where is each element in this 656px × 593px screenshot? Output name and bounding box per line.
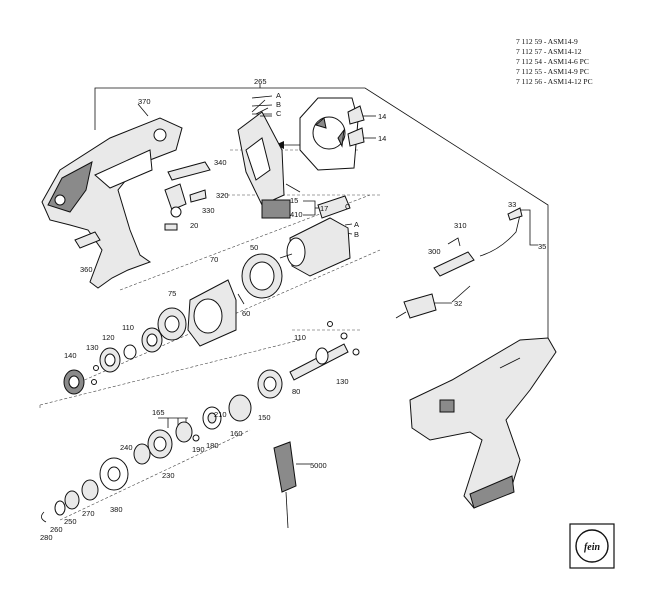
model-line: 7 112 59 - ASM14-9	[516, 37, 578, 46]
part-label: 75	[168, 289, 176, 298]
part-label: 280	[40, 533, 53, 542]
part-label: 240	[120, 443, 133, 452]
model-line: 7 112 56 - ASM14-12 PC	[516, 77, 593, 86]
part-label: 260	[50, 525, 63, 534]
part-label: C	[276, 109, 282, 118]
housing-half	[41, 117, 183, 289]
magnet-ring-detail	[299, 97, 365, 171]
part-label: 110	[122, 323, 134, 332]
part-label: 35	[538, 242, 546, 251]
part-label: A	[354, 220, 359, 229]
part-label: 270	[82, 509, 95, 518]
model-line: 7 112 54 - ASM14-6 PC	[516, 57, 589, 66]
part-label: 5000	[310, 461, 327, 470]
model-line: 7 112 57 - ASM14-12	[516, 47, 582, 56]
ring-gears	[63, 307, 187, 395]
part-label: 60	[242, 309, 250, 318]
part-label: 360	[80, 265, 93, 274]
part-label: B	[276, 100, 281, 109]
part-label: 340	[214, 158, 227, 167]
logo-text: fein	[584, 542, 601, 553]
part-label: 300	[428, 247, 441, 256]
part-label: 50	[250, 243, 258, 252]
part-label: C	[345, 202, 351, 211]
part-label: 15	[290, 196, 298, 205]
part-label: B	[354, 230, 359, 239]
part-label: 33	[508, 200, 516, 209]
model-line: 7 112 55 - ASM14-9 PC	[516, 67, 589, 76]
part-label: 150	[258, 413, 271, 422]
part-label: 320	[216, 191, 229, 200]
part-label: A	[276, 91, 281, 100]
motor	[279, 217, 351, 277]
part-label: 210	[214, 410, 227, 419]
model-list: 7 112 59 - ASM14-9 7 112 57 - ASM14-12 7…	[516, 37, 593, 86]
part-label: 14	[378, 112, 386, 121]
part-label: 17	[320, 204, 328, 213]
part-label: 165	[152, 408, 165, 417]
part-label: 14	[378, 134, 386, 143]
part-label: 190	[192, 445, 205, 454]
part-label: 120	[102, 333, 115, 342]
part-labels: 265 370 A B C 14 14 340 320 330 20 360 1…	[40, 77, 546, 542]
part-label: 250	[64, 517, 77, 526]
part-label: 380	[110, 505, 123, 514]
gear-housing	[187, 253, 283, 347]
part-label: 130	[86, 343, 99, 352]
part-label: 310	[454, 221, 467, 230]
part-label: 160	[230, 429, 243, 438]
screwdriver-tool	[273, 441, 310, 529]
fein-logo: fein	[569, 523, 615, 569]
part-label: 410	[290, 210, 303, 219]
part-label: 180	[206, 441, 219, 450]
part-label: 20	[190, 221, 198, 230]
part-label: 110	[294, 333, 306, 342]
part-label: 330	[202, 206, 215, 215]
part-label: 80	[292, 387, 300, 396]
part-label: 32	[454, 299, 462, 308]
spindle-group	[257, 321, 360, 399]
connector-strip	[317, 195, 351, 219]
switch-parts	[395, 207, 523, 319]
housing-small-parts	[74, 103, 211, 249]
part-label: 130	[336, 377, 349, 386]
part-label: 140	[64, 351, 77, 360]
part-label: 230	[162, 471, 175, 480]
part-label: 265	[254, 77, 267, 86]
chuck-parts	[41, 457, 129, 523]
circuit-board	[237, 99, 291, 219]
part-label: 70	[210, 255, 218, 264]
tool-body	[409, 337, 557, 509]
clutch-parts	[133, 394, 252, 465]
part-label: 370	[138, 97, 151, 106]
